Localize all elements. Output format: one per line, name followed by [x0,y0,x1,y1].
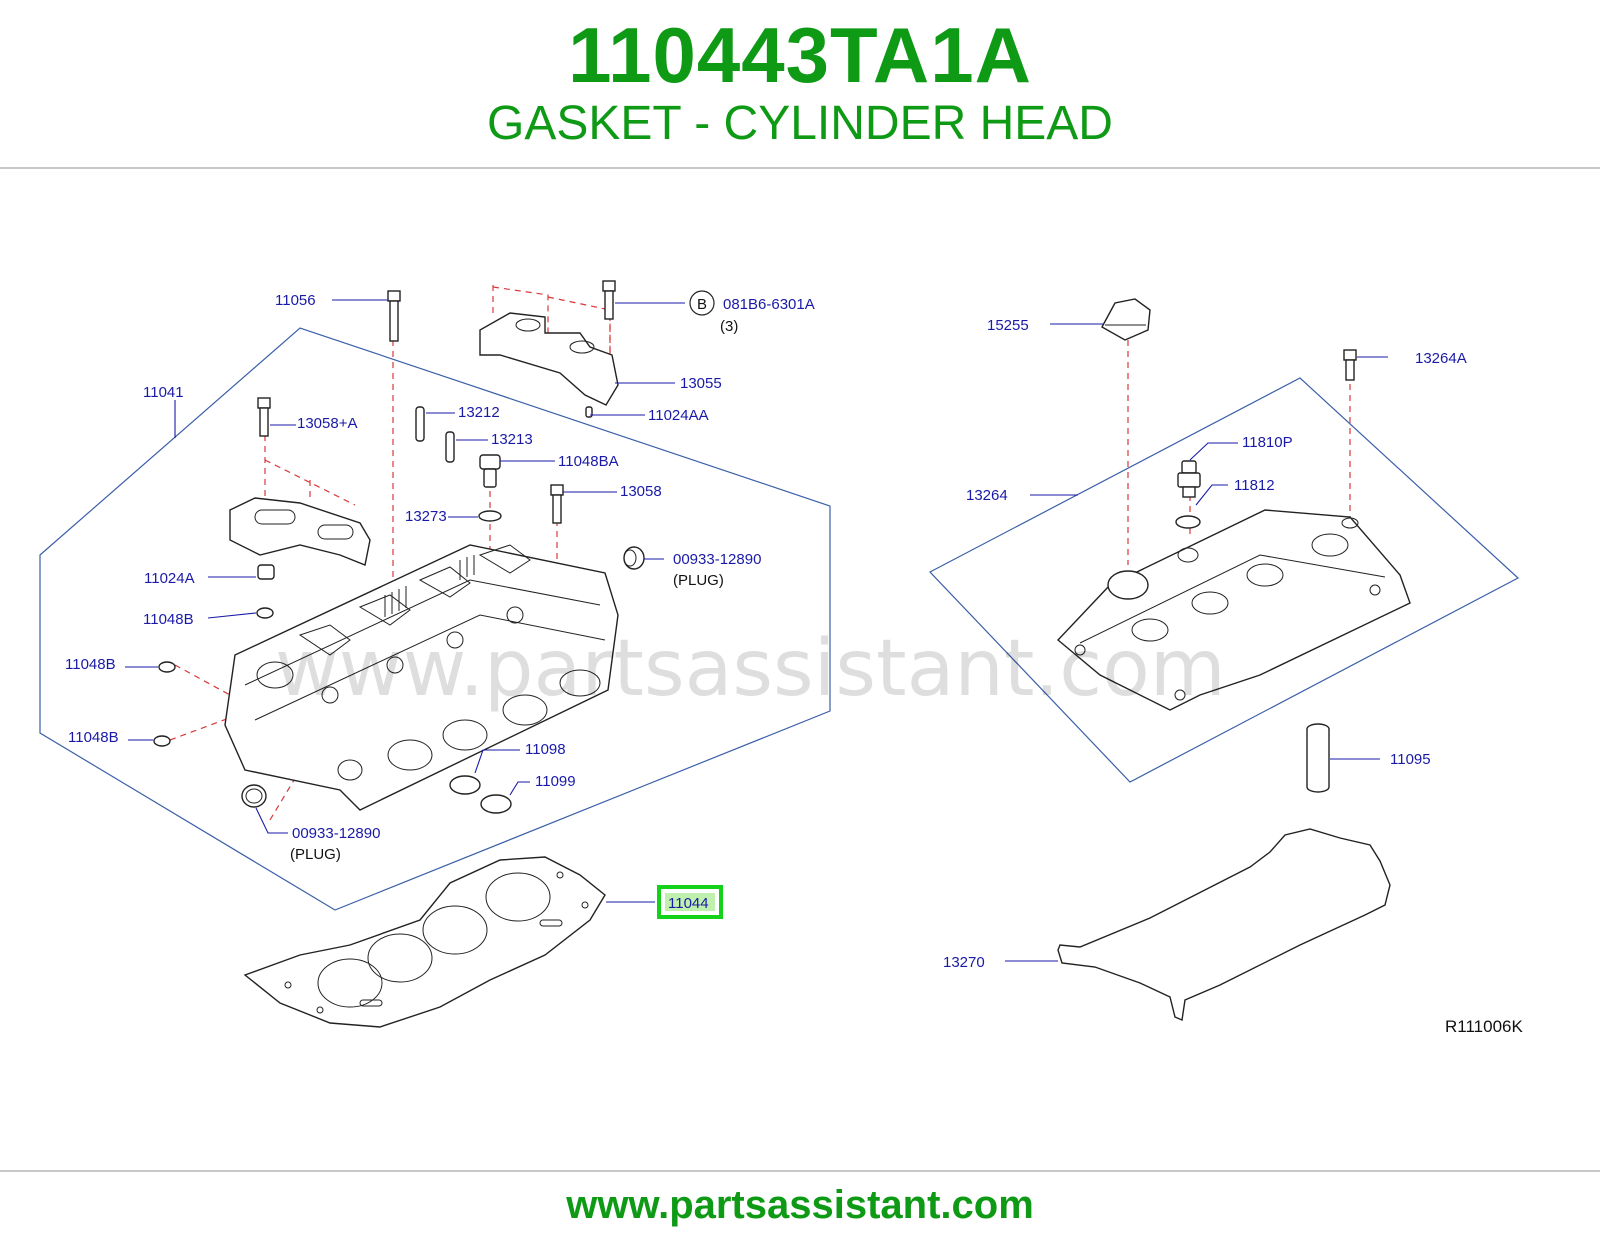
alignment-line [264,435,356,506]
tube-11095 [1306,723,1330,793]
assembly-frame-13264 [929,377,1520,783]
leader-lines [125,299,1388,962]
callout-11056: 11056 [275,292,316,309]
callout-00933-12890-bottom: 00933-12890 [292,825,380,842]
grommet-11812 [1175,515,1201,529]
plug-00933-top [623,546,645,570]
footer-divider [0,1170,1600,1172]
callout-circle-b [689,290,715,316]
seal-11098 [449,775,481,795]
callout-13264: 13264 [966,487,1008,504]
bolt-11056 [387,290,401,342]
callout-circle-b-letter: B [697,296,707,313]
part-number-title: 110443TA1A [568,11,1032,99]
oil-filler-cap-15255 [1101,298,1151,341]
callout-13264A: 13264A [1415,350,1467,367]
pcv-valve-11810P [1177,460,1201,498]
callout-11048B-3: 11048B [68,729,119,746]
callout-11099: 11099 [535,773,576,790]
callout-plug-bottom: (PLUG) [290,846,341,863]
oring-11048B-b [158,661,176,673]
callout-15255: 15255 [987,317,1029,334]
diagram-reference-code: R111006K [1445,1017,1523,1036]
callout-13270: 13270 [943,954,985,971]
callout-11095: 11095 [1390,751,1431,768]
rocker-cover-13264 [1056,509,1411,711]
callout-13213: 13213 [491,431,533,448]
callout-11812: 11812 [1234,477,1275,494]
callout-00933-12890-top: 00933-12890 [673,551,761,568]
callout-11048BA: 11048BA [558,453,619,470]
callout-11048B-2: 11048B [65,656,116,673]
assembly-frame-11041 [39,327,831,911]
plug-00933-bottom [241,784,267,808]
callout-11024A: 11024A [144,570,195,587]
cylinder-head-assembly [39,280,831,1028]
callout-11048B-1: 11048B [143,611,194,628]
watermark-text: www.partsassistant.com [275,624,1226,714]
exploded-parts-diagram: 11056 B 081B6-6301A (3) 11041 13055 1321… [39,280,1523,1036]
seal-11048BA [479,454,501,488]
callout-13058A: 13058+A [297,415,357,432]
callout-13273: 13273 [405,508,447,525]
bolt-13264A [1343,349,1357,381]
callout-081B6-qty: (3) [720,318,738,335]
washer-13273 [478,510,502,522]
bolt-081B6 [602,280,616,320]
highlight-fill [665,893,715,911]
seal-11099 [480,794,512,814]
rocker-cover-gasket-13270 [1057,828,1391,1022]
dowel-13212 [415,406,425,442]
cylinder-head-gasket-11044 [243,856,606,1028]
bolt-13058A [257,397,271,437]
footer-url-link[interactable]: www.partsassistant.com [566,1183,1034,1227]
callout-11024AA: 11024AA [648,407,709,424]
page-header: 110443TA1A GASKET - CYLINDER HEAD [0,0,1600,170]
callout-plug-top: (PLUG) [673,572,724,589]
rocker-cover-assembly [929,298,1520,1022]
callout-13212: 13212 [458,404,500,421]
alignment-line [492,285,611,365]
callout-11098: 11098 [525,741,566,758]
part-name-subtitle: GASKET - CYLINDER HEAD [487,97,1113,150]
oring-11048B-c [153,735,171,747]
front-bracket [229,497,371,566]
callout-11041: 11041 [143,384,184,401]
callout-13055: 13055 [680,375,722,392]
dowel-13213 [445,431,455,463]
bolt-13058 [550,484,564,524]
dowel-11024A [257,564,275,580]
callout-11044[interactable]: 11044 [668,895,709,912]
cam-bracket-13055 [479,312,619,406]
callout-13058: 13058 [620,483,662,500]
oring-11048B-a [256,607,274,619]
callout-labels: 11056 B 081B6-6301A (3) 11041 13055 1321… [65,290,1523,1036]
callout-11810P: 11810P [1242,434,1293,451]
header-divider [0,167,1600,169]
callout-081B6-6301A: 081B6-6301A [723,296,815,313]
